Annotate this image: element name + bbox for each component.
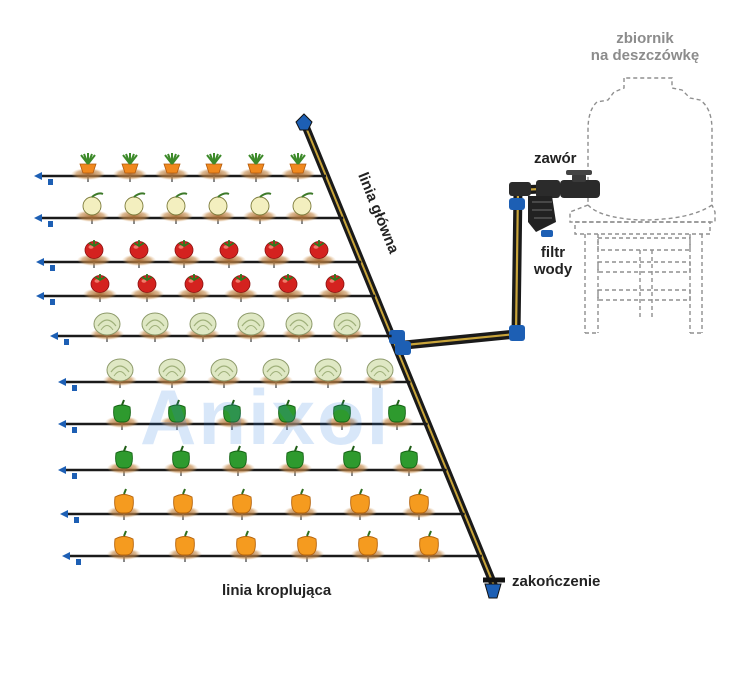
cabbage-icon: [207, 358, 241, 386]
yellow-pepper-icon: [107, 530, 141, 560]
cabbage-icon: [186, 312, 220, 340]
tomato-icon: [302, 240, 336, 266]
carrot-icon: [239, 153, 273, 180]
carrot-icon: [71, 153, 105, 180]
carrot-icon: [197, 153, 231, 180]
rainwater-tank: [569, 77, 716, 334]
cabbage-icon: [259, 358, 293, 386]
green-pepper-icon: [278, 445, 312, 474]
cabbage-icon: [234, 312, 268, 340]
yellow-pepper-icon: [343, 488, 377, 518]
cabbage-icon: [282, 312, 316, 340]
green-pepper-icon: [107, 445, 141, 474]
cabbage-icon: [330, 312, 364, 340]
yellow-pepper-icon: [168, 530, 202, 560]
tomato-icon: [167, 240, 201, 266]
main-line: [295, 113, 505, 599]
tank-label: zbiornik na deszczówkę: [575, 30, 715, 64]
valve: [560, 170, 600, 198]
green-pepper-icon: [270, 399, 304, 428]
tomato-icon: [212, 240, 246, 266]
green-pepper-icon: [215, 399, 249, 428]
tee-connector: [389, 330, 411, 355]
carrot-icon: [155, 153, 189, 180]
onion-icon: [201, 192, 235, 222]
tomato-icon: [77, 240, 111, 266]
tomato-icon: [83, 274, 117, 300]
onion-icon: [117, 192, 151, 222]
yellow-pepper-icon: [229, 530, 263, 560]
green-pepper-icon: [105, 399, 139, 428]
green-pepper-icon: [164, 445, 198, 474]
tank-label-line2: na deszczówkę: [590, 47, 700, 64]
yellow-pepper-icon: [290, 530, 324, 560]
tomato-icon: [177, 274, 211, 300]
tomato-icon: [271, 274, 305, 300]
tomato-icon: [318, 274, 352, 300]
watermark: Anixol: [140, 373, 391, 461]
green-pepper-icon: [392, 445, 426, 474]
yellow-pepper-icon: [225, 488, 259, 518]
filter-label-line1: filtr: [540, 244, 566, 261]
green-pepper-icon: [221, 445, 255, 474]
filter-label: filtr wody: [531, 244, 575, 278]
tank-label-line1: zbiornik: [616, 30, 674, 47]
yellow-pepper-icon: [351, 530, 385, 560]
drip-lines: [34, 153, 482, 565]
yellow-pepper-icon: [284, 488, 318, 518]
tomato-icon: [224, 274, 258, 300]
valve-label: zawór: [534, 150, 577, 167]
filter-label-line2: wody: [533, 261, 573, 278]
carrot-icon: [281, 153, 315, 180]
green-pepper-icon: [160, 399, 194, 428]
onion-icon: [243, 192, 277, 222]
carrot-icon: [113, 153, 147, 180]
cabbage-icon: [138, 312, 172, 340]
onion-icon: [159, 192, 193, 222]
onion-icon: [75, 192, 109, 222]
green-pepper-icon: [380, 399, 414, 428]
onion-icon: [285, 192, 319, 222]
drip-line-label: linia kroplująca: [222, 582, 332, 599]
cabbage-icon: [90, 312, 124, 340]
end-cap-label: zakończenie: [512, 573, 601, 590]
cabbage-icon: [103, 358, 137, 386]
cabbage-icon: [155, 358, 189, 386]
cabbage-icon: [363, 358, 397, 386]
yellow-pepper-icon: [107, 488, 141, 518]
tomato-icon: [122, 240, 156, 266]
tomato-icon: [130, 274, 164, 300]
green-pepper-icon: [325, 399, 359, 428]
green-pepper-icon: [335, 445, 369, 474]
yellow-pepper-icon: [412, 530, 446, 560]
tomato-icon: [257, 240, 291, 266]
water-filter: [528, 180, 560, 237]
yellow-pepper-icon: [166, 488, 200, 518]
cabbage-icon: [311, 358, 345, 386]
yellow-pepper-icon: [402, 488, 436, 518]
